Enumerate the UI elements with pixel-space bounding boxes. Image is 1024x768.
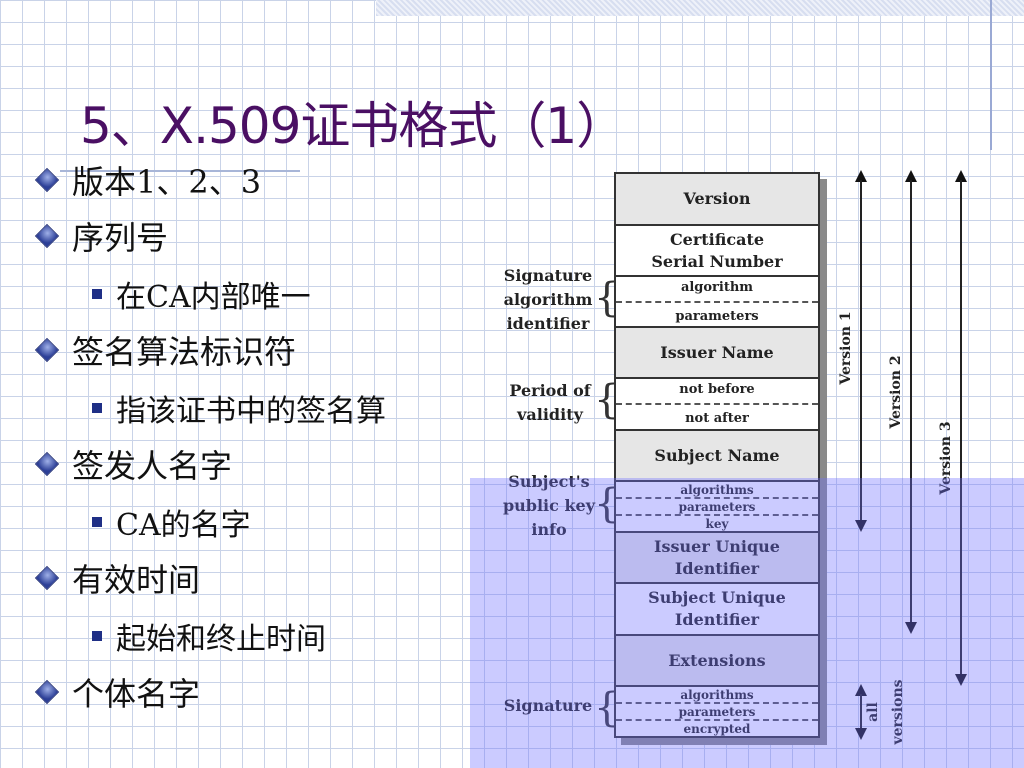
bullet-item: 有效时间 xyxy=(34,558,201,599)
bullet-text: 序列号 xyxy=(72,219,169,257)
bullet-item: 签名算法标识符 xyxy=(34,330,297,371)
square-bullet-icon xyxy=(92,631,102,641)
bullet-item: 序列号 xyxy=(34,216,169,257)
version-2-arrow-line xyxy=(910,180,912,624)
sub-bullet-text: 指该证书中的签名算 xyxy=(116,394,386,429)
field-version: Version xyxy=(614,172,820,224)
sub-bullet-text: CA的名字 xyxy=(116,508,251,543)
bullet-item: 个体名字 xyxy=(34,672,201,713)
arrow-up-icon xyxy=(905,170,917,182)
square-bullet-icon xyxy=(92,403,102,413)
highlight-overlay xyxy=(470,478,1024,768)
arrow-up-icon xyxy=(855,684,867,696)
slide-title: 5、X.509证书格式（1） xyxy=(80,97,626,155)
version-3-arrow-line xyxy=(960,180,962,676)
bullet-text: 有效时间 xyxy=(72,561,201,599)
bullet-text: 个体名字 xyxy=(72,675,201,713)
decorative-top-band xyxy=(376,0,1024,16)
bullet-item: 版本1、2、3 xyxy=(34,160,262,201)
sub-bullet-text: 在CA内部唯一 xyxy=(116,280,311,315)
square-bullet-icon xyxy=(92,517,102,527)
version-1-arrow-line xyxy=(860,180,862,522)
sub-bullet-item: 在CA内部唯一 xyxy=(92,274,311,315)
bullet-text: 签名算法标识符 xyxy=(72,333,297,371)
arrow-down-icon xyxy=(855,728,867,740)
sub-bullet-item: 起始和终止时间 xyxy=(92,616,326,657)
label-signature: Signature xyxy=(503,696,593,715)
field-subject-name: Subject Name xyxy=(614,429,820,480)
label-version-2: Version 2 xyxy=(888,355,904,429)
arrow-down-icon xyxy=(855,520,867,532)
sub-bullet-item: 指该证书中的签名算 xyxy=(92,388,386,429)
sub-bullet-text: 起始和终止时间 xyxy=(116,622,326,657)
bullet-item: 签发人名字 xyxy=(34,444,233,485)
brace-icon: { xyxy=(594,481,620,527)
brace-icon: { xyxy=(594,685,620,731)
bullet-text: 版本1、2、3 xyxy=(72,163,262,201)
arrow-down-icon xyxy=(905,622,917,634)
field-extensions: Extensions xyxy=(614,634,820,685)
sub-bullet-item: CA的名字 xyxy=(92,502,251,543)
arrow-up-icon xyxy=(855,170,867,182)
all-versions-arrow-line xyxy=(860,694,862,730)
square-bullet-icon xyxy=(92,289,102,299)
brace-icon: { xyxy=(594,377,620,423)
bullet-list: 版本1、2、3 序列号 在CA内部唯一 签名算法标识符 指该证书中的签名算 签发… xyxy=(0,0,480,768)
label-version-1: Version 1 xyxy=(838,311,854,385)
arrow-down-icon xyxy=(955,674,967,686)
decorative-vertical-line xyxy=(990,0,992,150)
arrow-up-icon xyxy=(955,170,967,182)
field-issuer-name: Issuer Name xyxy=(614,326,820,377)
bullet-text: 签发人名字 xyxy=(72,447,233,485)
brace-icon: { xyxy=(594,275,620,321)
title-underline xyxy=(60,170,300,172)
